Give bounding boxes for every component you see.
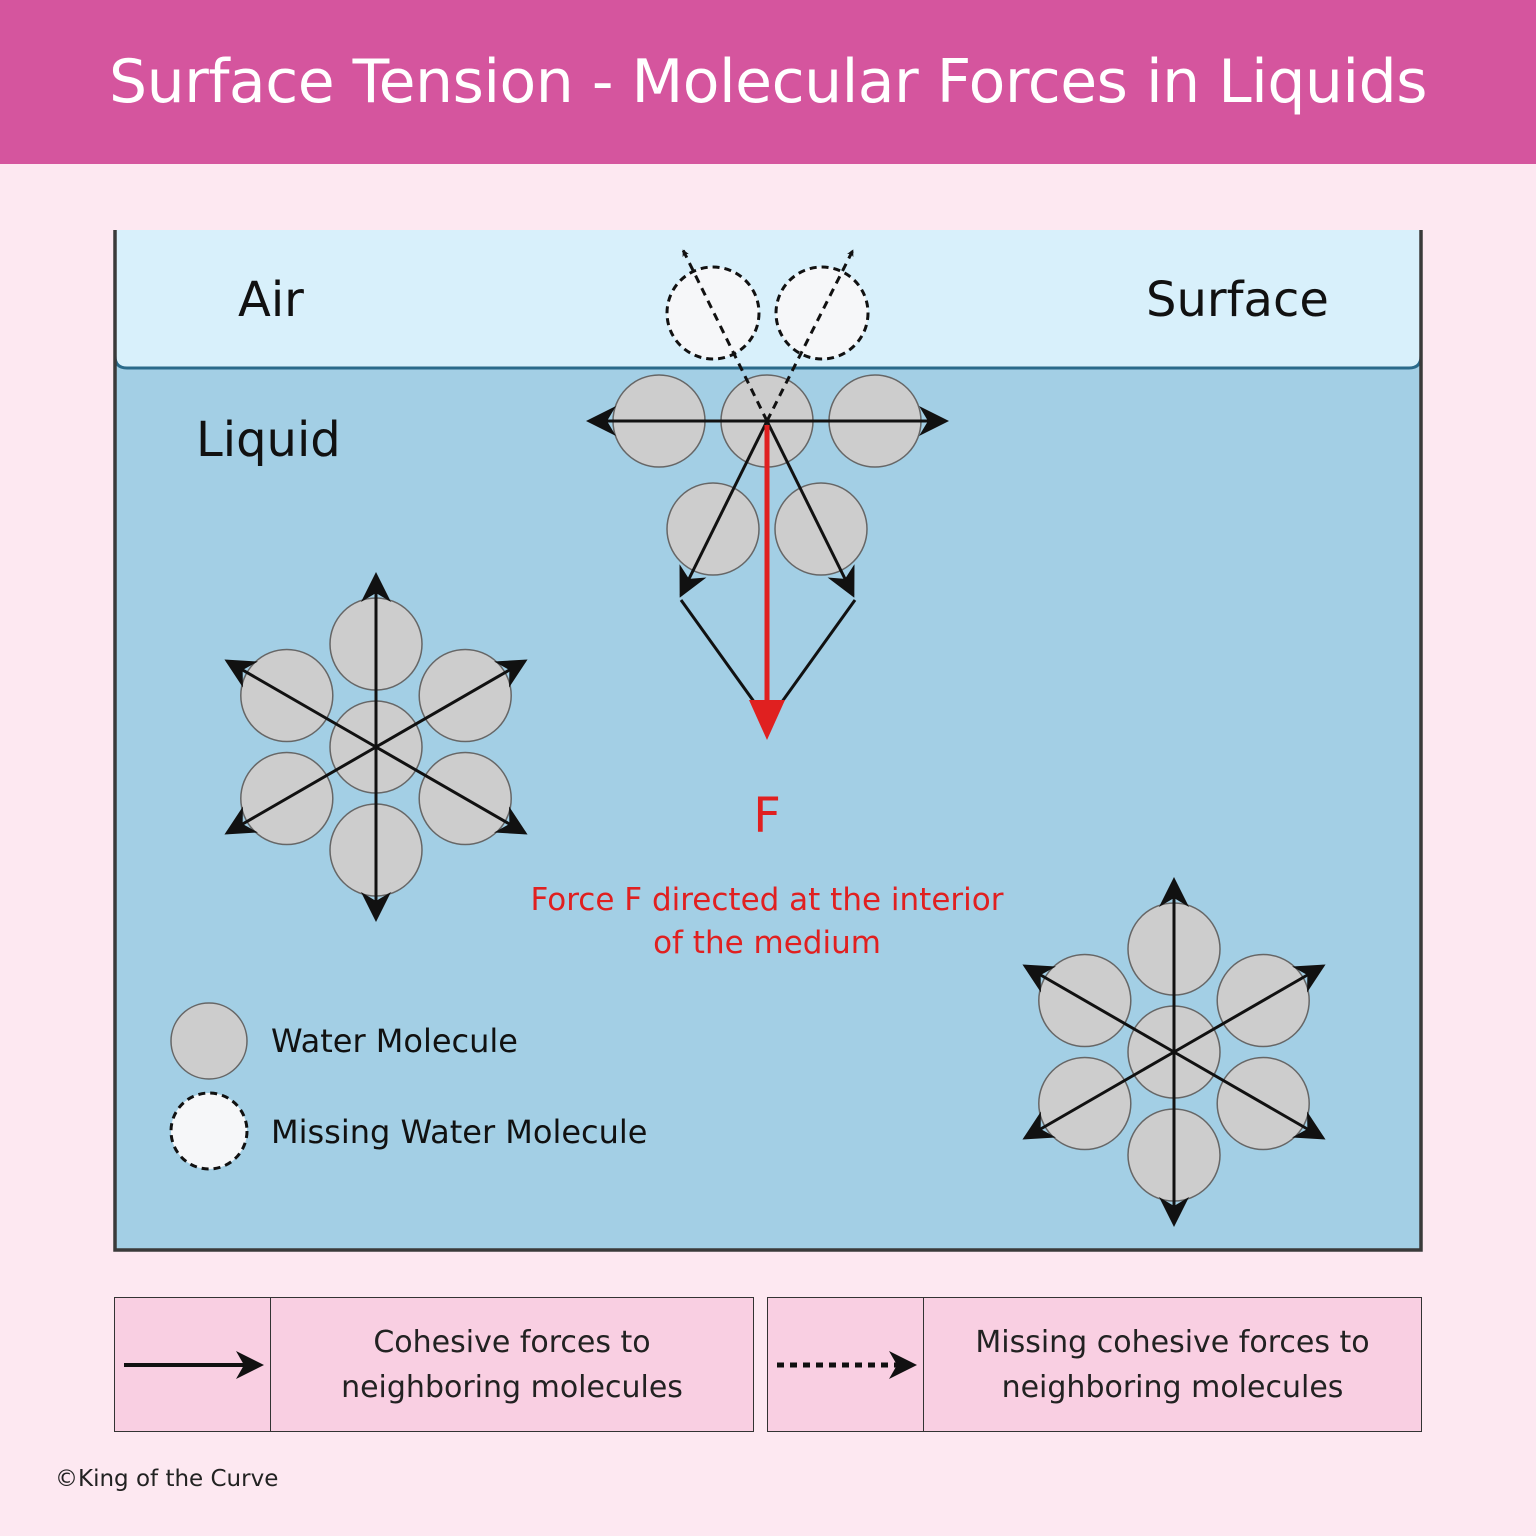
water-molecule-key-label: Water Molecule (271, 1022, 518, 1060)
force-caption-line2: of the medium (653, 925, 881, 961)
copyright: ©King of the Curve (55, 1466, 279, 1492)
water-molecule-key-icon (170, 1002, 248, 1080)
air-label: Air (238, 272, 304, 328)
missing-molecule-key-icon (169, 1091, 249, 1171)
cohesive-force-arrow (224, 745, 377, 835)
cohesive-force-arrow (765, 420, 855, 598)
liquid-label: Liquid (196, 412, 341, 468)
missing-force-legend: Missing cohesive forces to neighboring m… (767, 1297, 1422, 1432)
cohesive-force-arrow (1173, 1050, 1326, 1140)
missing-molecule (774, 265, 870, 361)
cohesive-force-legend: Cohesive forces to neighboring molecules (114, 1297, 754, 1432)
cohesive-force-arrow (679, 420, 769, 598)
interior-molecule-cluster (224, 572, 528, 922)
cohesive-force-arrow (375, 659, 528, 749)
dotted-arrow-icon (768, 1298, 924, 1431)
cohesive-force-legend-label: Cohesive forces to neighboring molecules (341, 1324, 683, 1405)
cohesive-force-arrow (1022, 964, 1175, 1054)
missing-molecule (665, 265, 761, 361)
solid-arrow-icon (115, 1298, 271, 1431)
cohesive-force-arrow (1022, 1050, 1175, 1140)
cohesive-force-arrow (1173, 964, 1326, 1054)
molecule-key: Water Molecule Missing Water Molecule (169, 1002, 647, 1171)
interior-molecule-cluster (1022, 877, 1326, 1227)
missing-cohesive-force-arrow (681, 249, 769, 422)
force-caption-line1: Force F directed at the interior (531, 882, 1004, 918)
force-symbol: F (753, 788, 781, 844)
container-walls (113, 230, 1423, 1252)
missing-cohesive-force-arrow (765, 249, 855, 422)
net-force-arrowhead (749, 700, 785, 740)
header-bar: Surface Tension - Molecular Forces in Li… (0, 0, 1536, 164)
missing-force-legend-label: Missing cohesive forces to neighboring m… (975, 1324, 1370, 1405)
cohesive-force-arrow (224, 659, 377, 749)
cohesive-force-arrow (375, 745, 528, 835)
surface-label: Surface (1146, 272, 1329, 328)
surface-molecule-cluster (586, 249, 949, 740)
air-region (115, 230, 1421, 368)
missing-molecule-key-label: Missing Water Molecule (271, 1113, 647, 1151)
page-title: Surface Tension - Molecular Forces in Li… (109, 47, 1427, 117)
